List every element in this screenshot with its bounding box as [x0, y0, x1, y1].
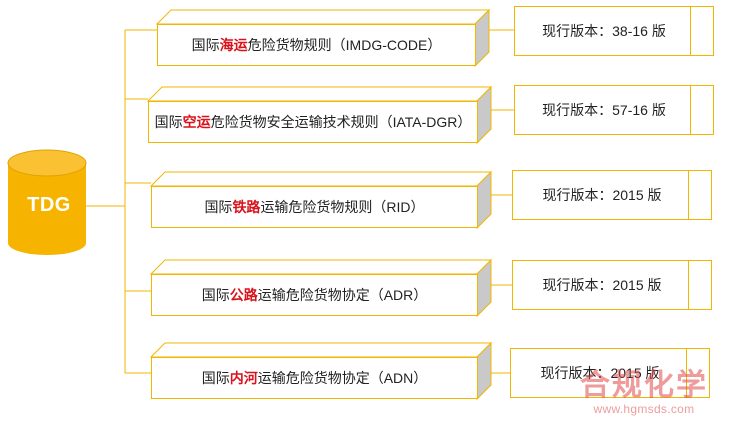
regulation-mode: 海运: [219, 37, 248, 53]
regulation-mode: 内河: [229, 370, 258, 386]
version-divider: [690, 7, 691, 55]
watermark-text: 合规化学: [580, 369, 708, 402]
watermark-url: www.hgmsds.com: [593, 402, 695, 416]
regulation-box-sea: 国际海运危险货物规则（IMDG-CODE）: [157, 24, 476, 66]
regulation-prefix: 国际: [204, 199, 233, 215]
regulation-prefix: 国际: [201, 287, 230, 303]
regulation-mode: 空运: [182, 114, 211, 130]
version-divider: [688, 261, 689, 309]
regulation-box-inland: 国际内河运输危险货物协定（ADN）: [151, 357, 478, 399]
regulation-title: 运输危险货物协定（ADR）: [257, 287, 428, 303]
version-text: 现行版本：38-16 版: [542, 23, 666, 39]
regulation-title: 运输危险货物规则（RID）: [260, 199, 425, 215]
version-divider: [686, 349, 687, 397]
version-text: 现行版本：2015 版: [542, 187, 662, 203]
box-3d-sides: [146, 8, 493, 401]
database-cylinder-icon: [7, 149, 87, 255]
regulation-box-road: 国际公路运输危险货物协定（ADR）: [151, 274, 478, 316]
regulation-title: 危险货物规则（IMDG-CODE）: [247, 37, 442, 53]
regulation-title: 危险货物安全运输技术规则（IATA-DGR）: [210, 114, 472, 130]
regulation-title: 运输危险货物协定（ADN）: [257, 370, 428, 386]
watermark-logo: 合规化学 www.hgmsds.com: [580, 369, 708, 417]
version-box-sea: 现行版本：38-16 版: [514, 6, 714, 56]
version-box-inland: 现行版本：2015 版: [510, 348, 710, 398]
version-box-rail: 现行版本：2015 版: [512, 170, 712, 220]
version-divider: [690, 86, 691, 134]
regulation-box-rail: 国际铁路运输危险货物规则（RID）: [151, 186, 478, 228]
regulation-mode: 铁路: [232, 199, 261, 215]
regulation-prefix: 国际: [191, 37, 220, 53]
version-text: 现行版本：2015 版: [540, 365, 660, 381]
version-box-air: 现行版本：57-16 版: [514, 85, 714, 135]
regulation-prefix: 国际: [154, 114, 183, 130]
regulation-prefix: 国际: [201, 370, 230, 386]
tdg-label: TDG: [27, 194, 71, 216]
version-text: 现行版本：57-16 版: [542, 102, 666, 118]
connector-lines: [86, 29, 516, 374]
regulation-box-air: 国际空运危险货物安全运输技术规则（IATA-DGR）: [148, 101, 478, 143]
version-box-road: 现行版本：2015 版: [512, 260, 712, 310]
regulation-mode: 公路: [229, 287, 258, 303]
version-divider: [688, 171, 689, 219]
version-text: 现行版本：2015 版: [542, 277, 662, 293]
